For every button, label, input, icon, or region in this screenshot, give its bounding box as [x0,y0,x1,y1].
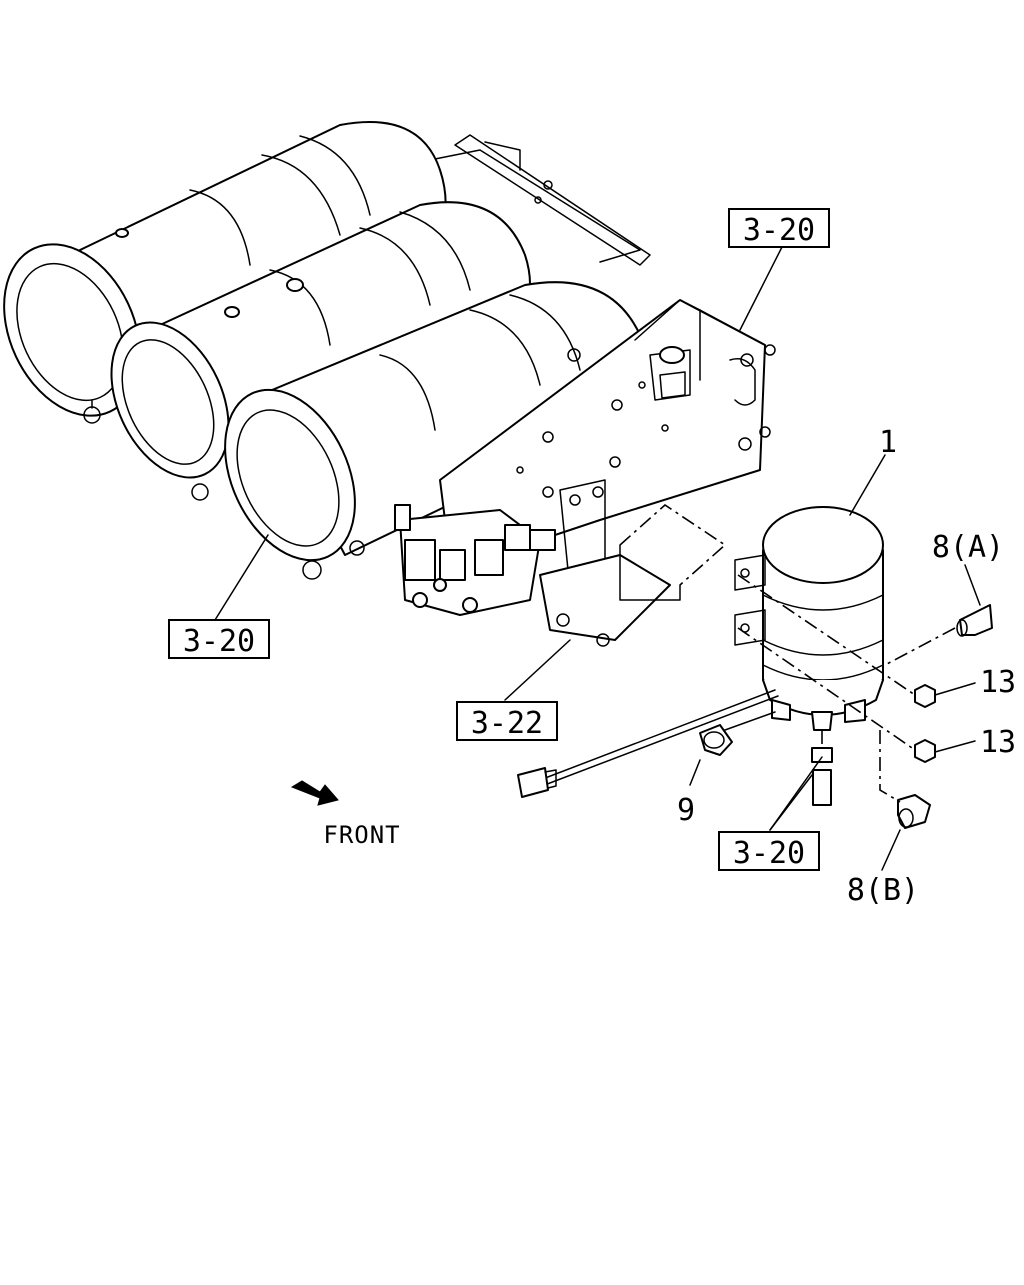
ref-box-bottom[interactable]: 3-20 [718,831,820,871]
drain-fitting [811,730,833,806]
elbow-fitting-b [879,730,931,829]
leader-lines [214,244,981,871]
dash-nut-lower [737,627,916,751]
part-label-1[interactable]: 1 [879,425,897,460]
air-tank-back [3,121,447,424]
part-label-13-lower[interactable]: 13 [980,725,1016,760]
front-label: FRONT [323,821,400,849]
part-label-8b[interactable]: 8(B) [847,873,919,908]
support-bracket [539,503,727,647]
nut-lower [914,739,936,763]
ref-label-bottom: 3-20 [733,836,805,871]
nut-upper [914,684,936,708]
front-arrow-icon [290,780,339,806]
ref-label-left: 3-20 [183,624,255,659]
ref-label-mid: 3-22 [471,706,543,741]
pressure-switch [699,711,776,756]
air-dryer [734,506,884,731]
part-label-13-upper[interactable]: 13 [980,665,1016,700]
elbow-fitting-a [884,604,993,666]
ref-box-top[interactable]: 3-20 [728,208,830,248]
ref-label-top: 3-20 [743,213,815,248]
ref-box-left[interactable]: 3-20 [168,619,270,659]
rear-bracket [429,134,651,266]
front-indicator: FRONT [290,780,400,849]
part-label-8a[interactable]: 8(A) [932,530,1004,565]
wiring-harness [517,689,779,798]
ref-box-mid[interactable]: 3-22 [456,701,558,741]
valve-assembly [394,504,556,616]
part-label-9[interactable]: 9 [677,793,695,828]
dash-nut-upper [737,574,916,696]
